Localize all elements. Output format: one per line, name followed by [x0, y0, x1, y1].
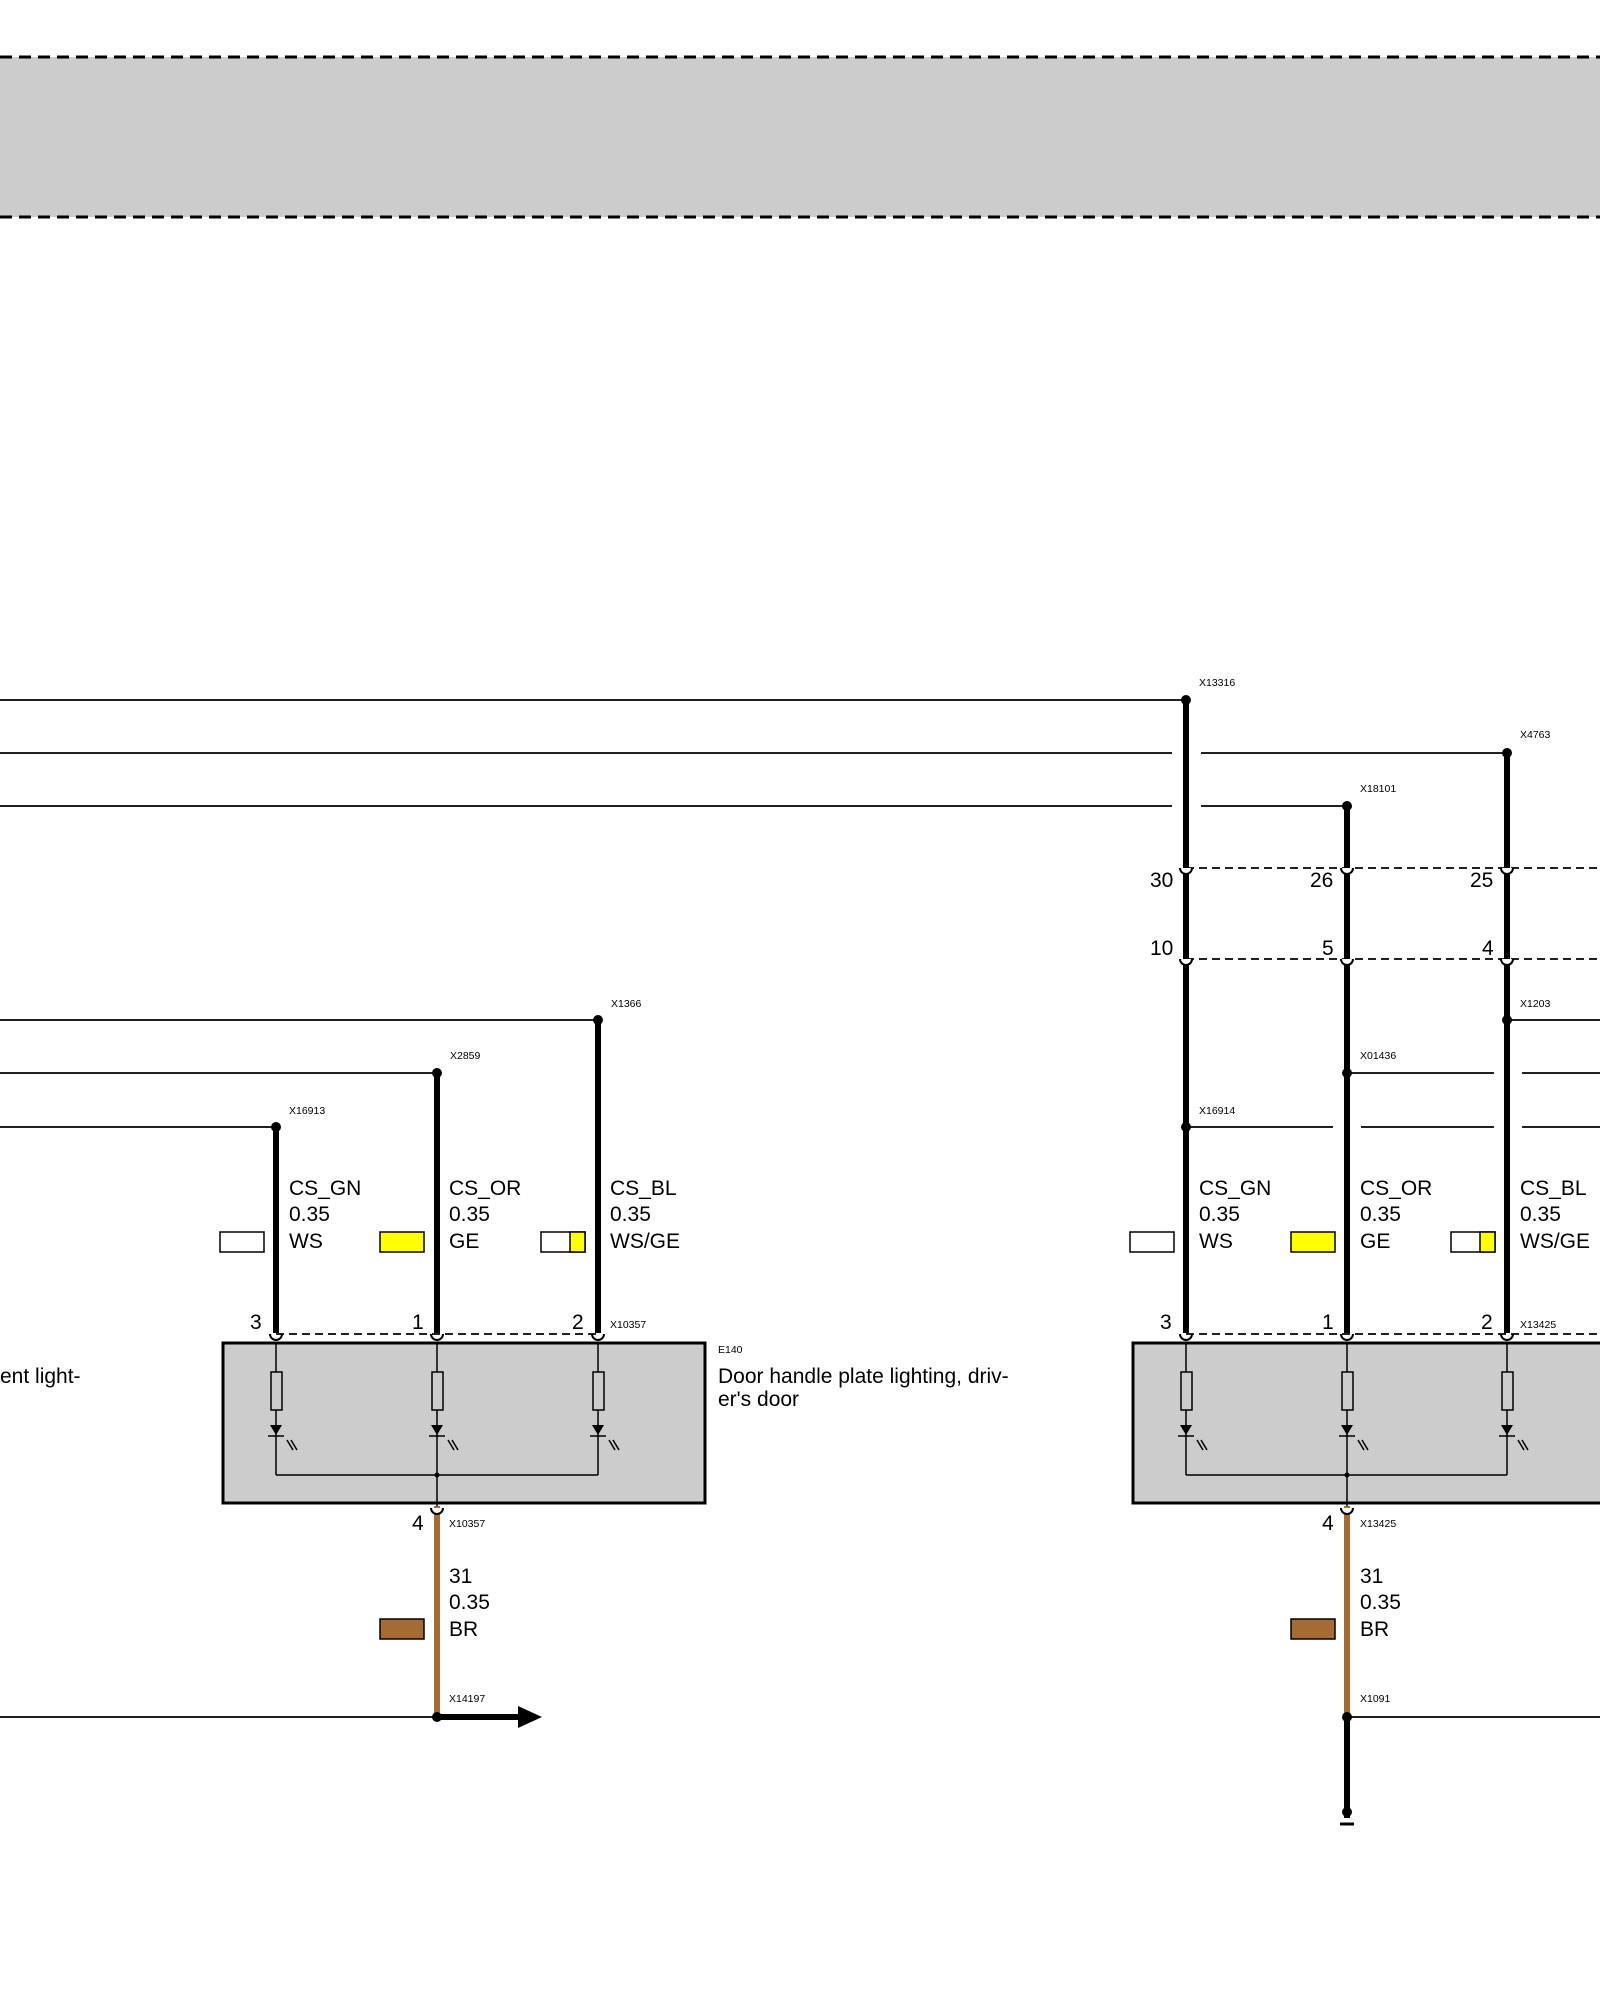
svg-text:WS: WS — [289, 1230, 323, 1253]
svg-text:GE: GE — [1360, 1230, 1390, 1253]
pin-30: 30 — [1150, 869, 1173, 892]
connector-x18101: X18101 — [1360, 783, 1396, 795]
svg-text:CS_BL: CS_BL — [1520, 1177, 1587, 1200]
connector-x01436: X01436 — [1360, 1050, 1396, 1062]
svg-text:0.35: 0.35 — [449, 1591, 490, 1614]
svg-text:0.35: 0.35 — [610, 1203, 651, 1226]
connector-x1366: X1366 — [611, 998, 642, 1010]
wire-label-right-ground: 31 0.35 BR — [1360, 1565, 1401, 1641]
svg-text:WS/GE: WS/GE — [610, 1230, 680, 1253]
svg-text:0.35: 0.35 — [1360, 1203, 1401, 1226]
wire-label-left-bl: CS_BL 0.35 WS/GE — [610, 1177, 680, 1253]
top-component-band — [0, 55, 1600, 219]
pin-right-2: 2 — [1481, 1311, 1493, 1334]
svg-text:CS_GN: CS_GN — [289, 1177, 361, 1200]
connector-x2859: X2859 — [450, 1050, 481, 1062]
component-right — [1131, 1333, 1600, 1506]
partial-component-description: ent light- — [0, 1365, 81, 1388]
color-swatches — [219, 1231, 1496, 1640]
svg-text:CS_OR: CS_OR — [1360, 1177, 1432, 1200]
pin-right-4: 4 — [1322, 1512, 1334, 1535]
svg-text:CS_BL: CS_BL — [610, 1177, 677, 1200]
connector-x4763: X4763 — [1520, 729, 1551, 741]
svg-text:WS: WS — [1199, 1230, 1233, 1253]
pin-10: 10 — [1150, 937, 1173, 960]
connector-x16914: X16914 — [1199, 1105, 1235, 1117]
svg-text:0.35: 0.35 — [1360, 1591, 1401, 1614]
connector-x1091: X1091 — [1360, 1693, 1391, 1705]
svg-text:CS_OR: CS_OR — [449, 1177, 521, 1200]
pin-right-3: 3 — [1160, 1311, 1172, 1334]
connector-x16913: X16913 — [289, 1105, 325, 1117]
continuation-arrow — [441, 1706, 542, 1728]
pin-left-2: 2 — [572, 1311, 584, 1334]
bus-lines — [0, 699, 1600, 1718]
pin-4: 4 — [1482, 937, 1494, 960]
pin-right-1: 1 — [1322, 1311, 1334, 1334]
pin-25: 25 — [1470, 869, 1493, 892]
connector-x10357-bottom: X10357 — [449, 1518, 485, 1530]
component-e140 — [221, 1333, 707, 1506]
wire-label-right-or: CS_OR 0.35 GE — [1360, 1177, 1432, 1253]
pin-left-4: 4 — [412, 1512, 424, 1535]
connector-dashes-right — [1186, 867, 1600, 960]
pin-26: 26 — [1310, 869, 1333, 892]
connector-x13425-top: X13425 — [1520, 1319, 1556, 1331]
junction-dots — [271, 695, 1512, 1817]
ground-wires — [434, 1506, 1350, 1717]
wire-label-left-gn: CS_GN 0.35 WS — [289, 1177, 361, 1253]
wire-label-left-or: CS_OR 0.35 GE — [449, 1177, 521, 1253]
right-vertical-wires — [1183, 700, 1510, 1818]
connector-x1203: X1203 — [1520, 998, 1551, 1010]
wire-label-right-bl: CS_BL 0.35 WS/GE — [1520, 1177, 1590, 1253]
wire-label-right-gn: CS_GN 0.35 WS — [1199, 1177, 1271, 1253]
component-description-line2: er's door — [718, 1388, 799, 1411]
pin-arcs — [269, 867, 1514, 1515]
component-id-e140: E140 — [718, 1344, 743, 1356]
pin-left-3: 3 — [250, 1311, 262, 1334]
svg-text:0.35: 0.35 — [449, 1203, 490, 1226]
svg-text:BR: BR — [1360, 1618, 1389, 1641]
svg-text:CS_GN: CS_GN — [1199, 1177, 1271, 1200]
pin-5: 5 — [1322, 937, 1334, 960]
connector-x10357-top: X10357 — [610, 1319, 646, 1331]
svg-text:31: 31 — [1360, 1565, 1383, 1588]
pin-left-1: 1 — [412, 1311, 424, 1334]
connector-x13316: X13316 — [1199, 677, 1235, 689]
svg-text:BR: BR — [449, 1618, 478, 1641]
left-vertical-wires — [273, 1020, 601, 1333]
svg-text:31: 31 — [449, 1565, 472, 1588]
component-description-line1: Door handle plate lighting, driv- — [718, 1365, 1009, 1388]
connector-x13425-bottom: X13425 — [1360, 1518, 1396, 1530]
svg-text:WS/GE: WS/GE — [1520, 1230, 1590, 1253]
svg-text:GE: GE — [449, 1230, 479, 1253]
wire-label-left-ground: 31 0.35 BR — [449, 1565, 490, 1641]
svg-text:0.35: 0.35 — [289, 1203, 330, 1226]
connector-x14197: X14197 — [449, 1693, 485, 1705]
svg-text:0.35: 0.35 — [1520, 1203, 1561, 1226]
svg-text:0.35: 0.35 — [1199, 1203, 1240, 1226]
